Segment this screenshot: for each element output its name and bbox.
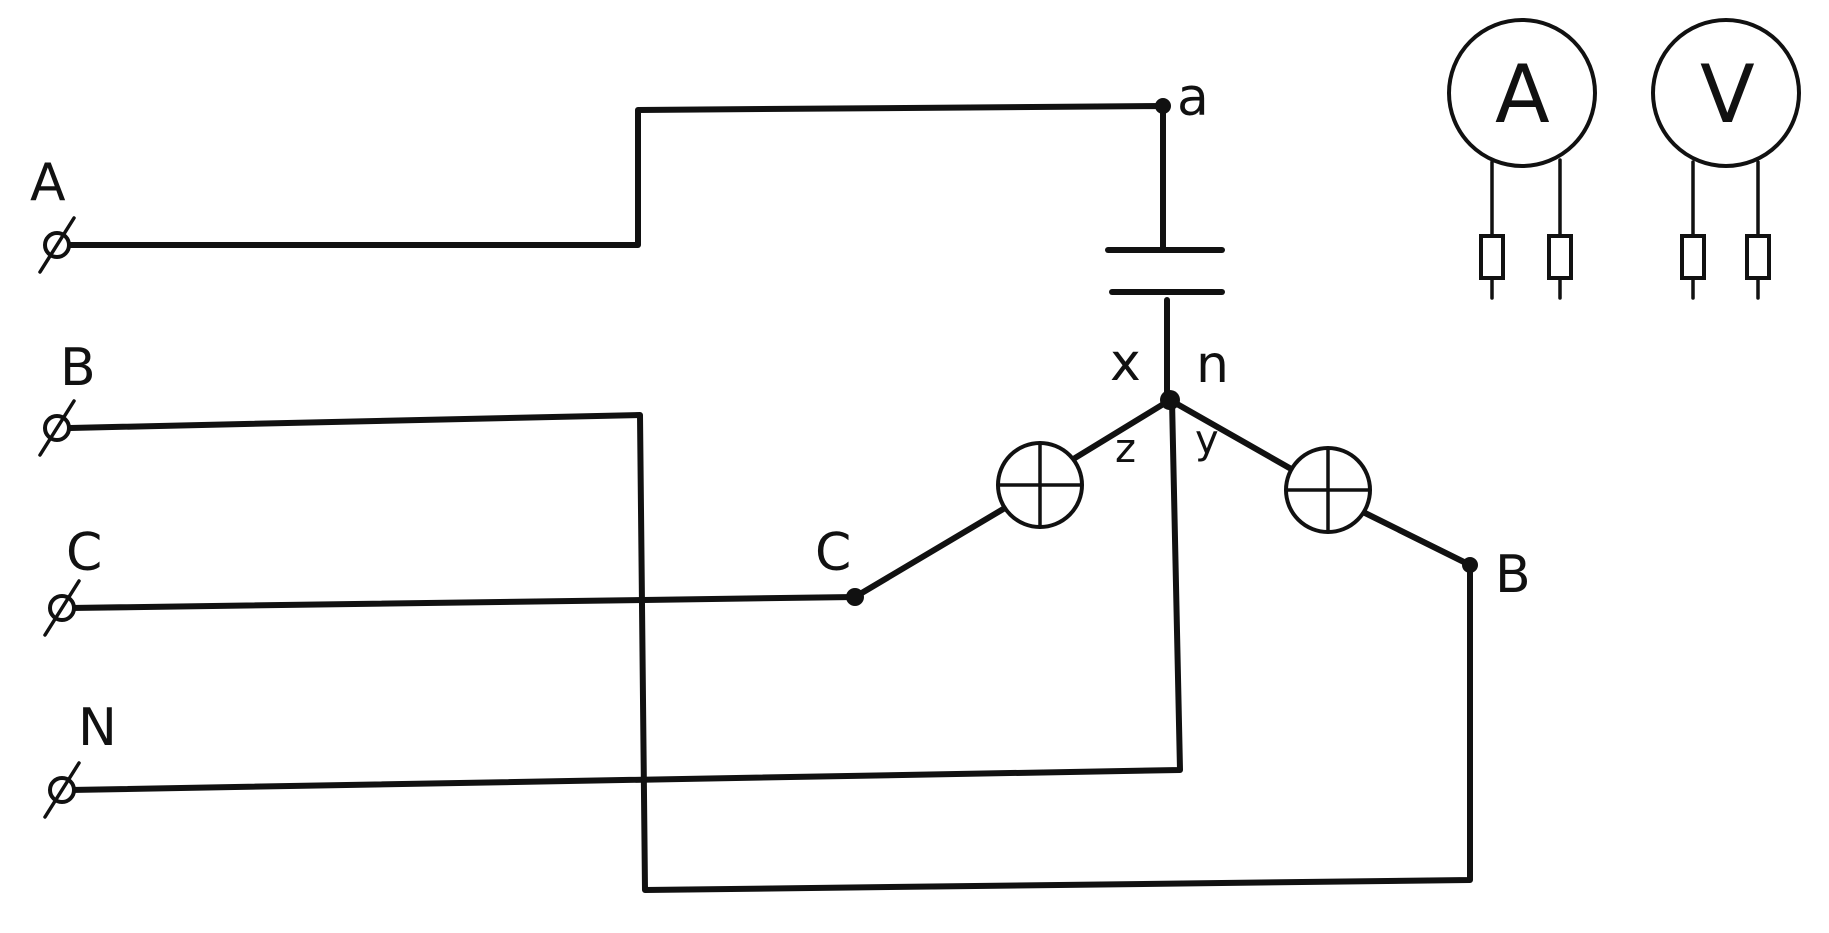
wire-phase-c [67,594,858,611]
label-node-x: x [1110,333,1141,393]
junction-c [846,588,864,606]
junction-star [1160,390,1180,410]
ammeter-icon [1447,18,1597,300]
junction-a [1155,98,1171,114]
voltmeter-icon [1651,18,1801,300]
label-terminal-c: C [66,523,102,583]
junction-b [1462,557,1478,573]
terminal-b-icon [38,399,76,457]
label-voltmeter: V [1700,48,1755,141]
label-node-z: z [1115,426,1136,472]
lamp-right [1284,446,1372,534]
wire-phase-b [67,412,1473,893]
label-node-c: C [815,523,851,583]
label-node-a: a [1177,68,1209,128]
wire-phase-a [67,103,1166,253]
branch-right-from-star [1167,397,1296,473]
label-terminal-b: B [60,338,96,398]
terminal-a-icon [38,216,76,274]
terminal-c-icon [43,579,81,637]
branch-left-to-c [852,502,1013,600]
label-terminal-a: A [30,153,66,213]
label-node-b: B [1495,545,1531,605]
label-node-y: y [1195,417,1219,463]
terminal-n-icon [43,761,81,819]
branch-left-to-star [1072,397,1173,461]
label-node-n: n [1196,335,1229,395]
label-ammeter: A [1495,48,1550,141]
label-terminal-n: N [78,698,117,758]
branch-right-to-b [1360,509,1473,568]
wire-neutral [67,397,1183,793]
lamp-left [996,441,1084,529]
